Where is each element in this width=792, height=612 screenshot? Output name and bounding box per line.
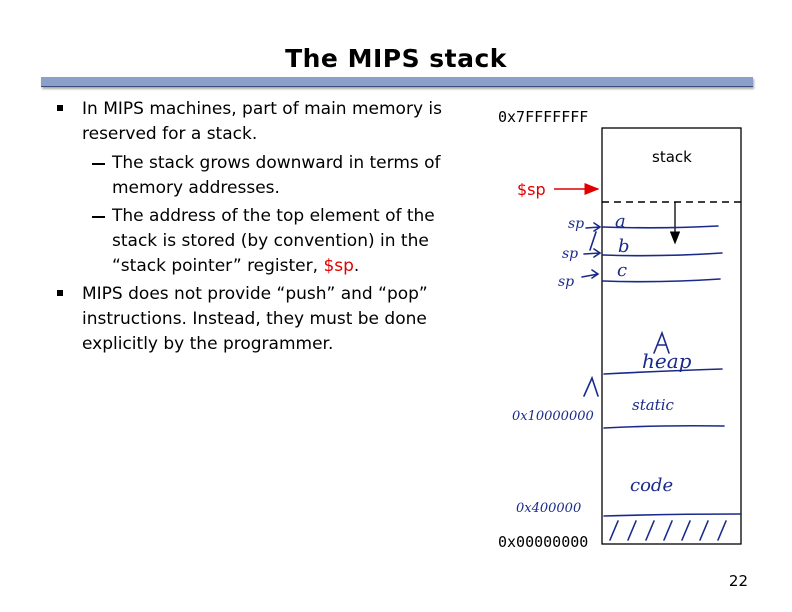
code-label: code [630,475,673,496]
handwritten-annotations [581,222,741,541]
text-after-register: . [353,256,360,276]
stack-item-line [602,225,719,229]
sp-mark: sp [562,246,578,262]
top-address: 0x7FFFFFFF [498,108,589,126]
sub-bullet-2-line-3: “stack pointer” register, $sp. [112,254,462,279]
stack-region-label: stack [652,148,692,166]
bullet-1-line-1: In MIPS machines, part of main memory is [82,99,442,119]
sub-bullet-2-line-1: The address of the top element of the [112,206,435,226]
text-before-register: “stack pointer” register, [112,256,324,276]
sub-bullet-marker [92,216,105,218]
static-label: static [632,396,674,414]
sp-hand-arrow [583,248,602,258]
sub-bullet-1-line-1: The stack grows downward in terms of [112,153,441,173]
handwritten-text: sp sp sp a b c heap static code 0x100000… [512,211,692,516]
sub-bullet-marker [92,163,105,165]
stack-item-line [602,252,723,257]
bullet-list: In MIPS machines, part of main memory is… [57,99,462,354]
sp-hand-arrow-up [589,231,597,251]
title-underline-bar [41,77,753,87]
slide-title: The MIPS stack [285,44,507,73]
bullet-2-line-1: MIPS does not provide “push” and “pop” [82,284,428,304]
memory-block [601,127,742,545]
bullet-2-line-2: instructions. Instead, they must be done [82,309,427,329]
static-boundary-line [603,424,725,429]
static-address: 0x10000000 [512,409,594,424]
heap-growth-caret [653,330,670,354]
sp-hand-arrow [585,222,602,232]
stack-item-c: c [617,260,627,281]
bottom-address: 0x00000000 [498,533,589,551]
sp-register-highlight: $sp [323,256,354,276]
static-caret [583,375,599,397]
sp-hand-arrow [581,269,600,279]
bullet-marker [57,105,63,111]
page-number: 22 [728,572,748,590]
sp-mark: sp [558,274,574,290]
reserved-hatch [609,520,727,541]
sub-bullet-2-line-2: stack is stored (by convention) in the [112,231,429,251]
heap-label: heap [642,349,692,373]
code-boundary-line [603,513,741,517]
stack-item-a: a [615,211,626,232]
heap-boundary-line [603,368,723,375]
bullet-marker [57,290,63,296]
sub-bullet-1-line-2: memory addresses. [112,178,280,198]
sp-mark: sp [568,216,584,232]
stack-item-line [602,278,721,283]
bullet-1-line-2: reserved for a stack. [82,124,258,144]
stack-item-b: b [618,236,630,257]
bullet-2-line-3: explicitly by the programmer. [82,334,334,354]
sp-pointer-label: $sp [517,180,546,199]
code-address: 0x400000 [516,501,581,516]
